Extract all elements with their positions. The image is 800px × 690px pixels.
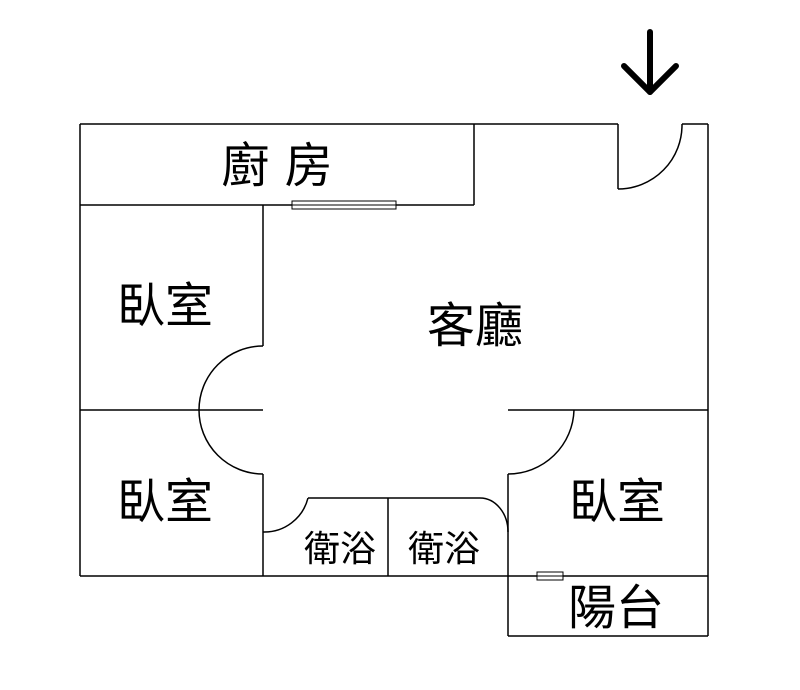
balcony-label: 陽台 <box>568 580 664 636</box>
balcony-window <box>536 571 564 581</box>
bedroom-bottom-left-label: 臥室 <box>117 474 213 530</box>
down-arrow-icon <box>621 29 679 95</box>
outer-walls <box>79 123 709 637</box>
interior-walls <box>80 124 708 577</box>
bathroom-left-label: 衛浴 <box>304 529 376 570</box>
bedroom-top-left-label: 臥室 <box>117 278 213 334</box>
bedroom-bottom-right-label: 臥室 <box>569 474 665 530</box>
kitchen-label: 廚 房 <box>221 138 332 194</box>
living-room-label: 客廳 <box>427 298 523 354</box>
kitchen-window <box>291 200 397 210</box>
bathroom-right-label: 衛浴 <box>408 529 480 570</box>
door-swings <box>198 123 683 533</box>
